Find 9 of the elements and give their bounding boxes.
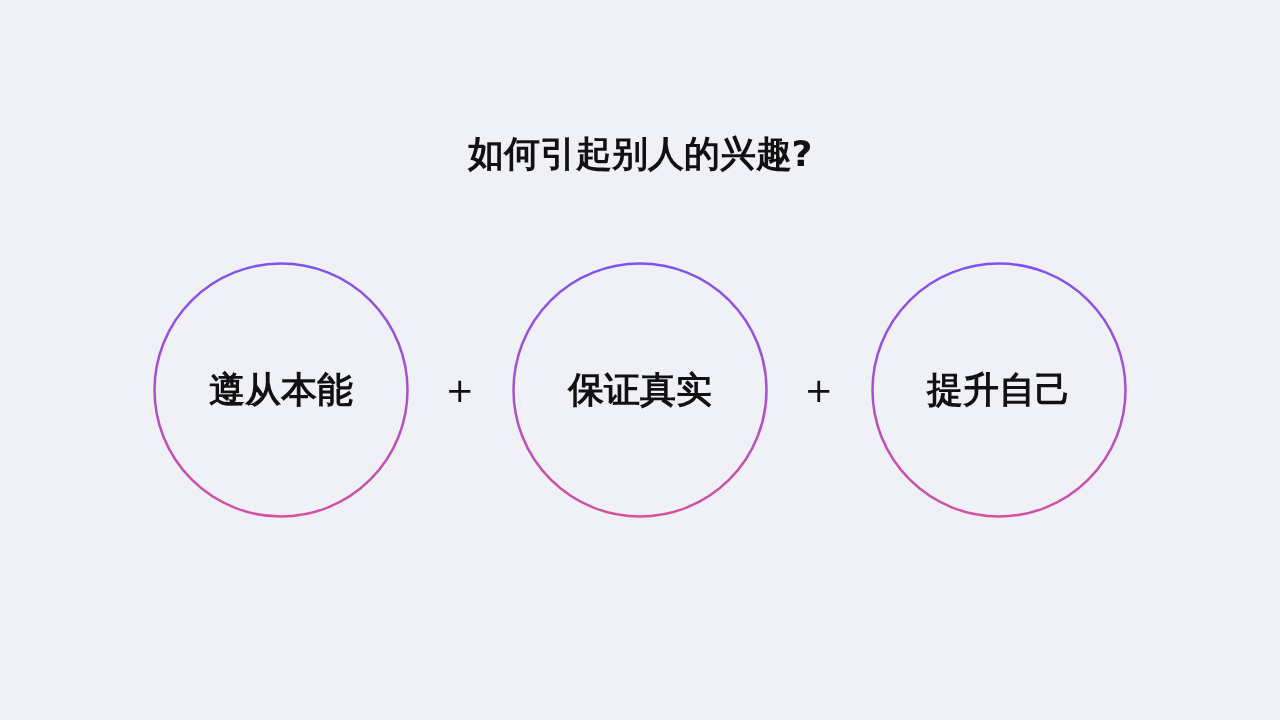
title: 如何引起别人的兴趣?: [467, 132, 813, 176]
circle: [871, 262, 1127, 518]
circle: [153, 262, 409, 518]
plus-sign: +: [445, 370, 474, 410]
circle-label: 保证真实: [568, 367, 712, 412]
plus-sign: +: [804, 370, 833, 410]
circle-label: 遵从本能: [209, 367, 353, 412]
circle: [512, 262, 768, 518]
circle-label: 提升自己: [927, 367, 1071, 412]
